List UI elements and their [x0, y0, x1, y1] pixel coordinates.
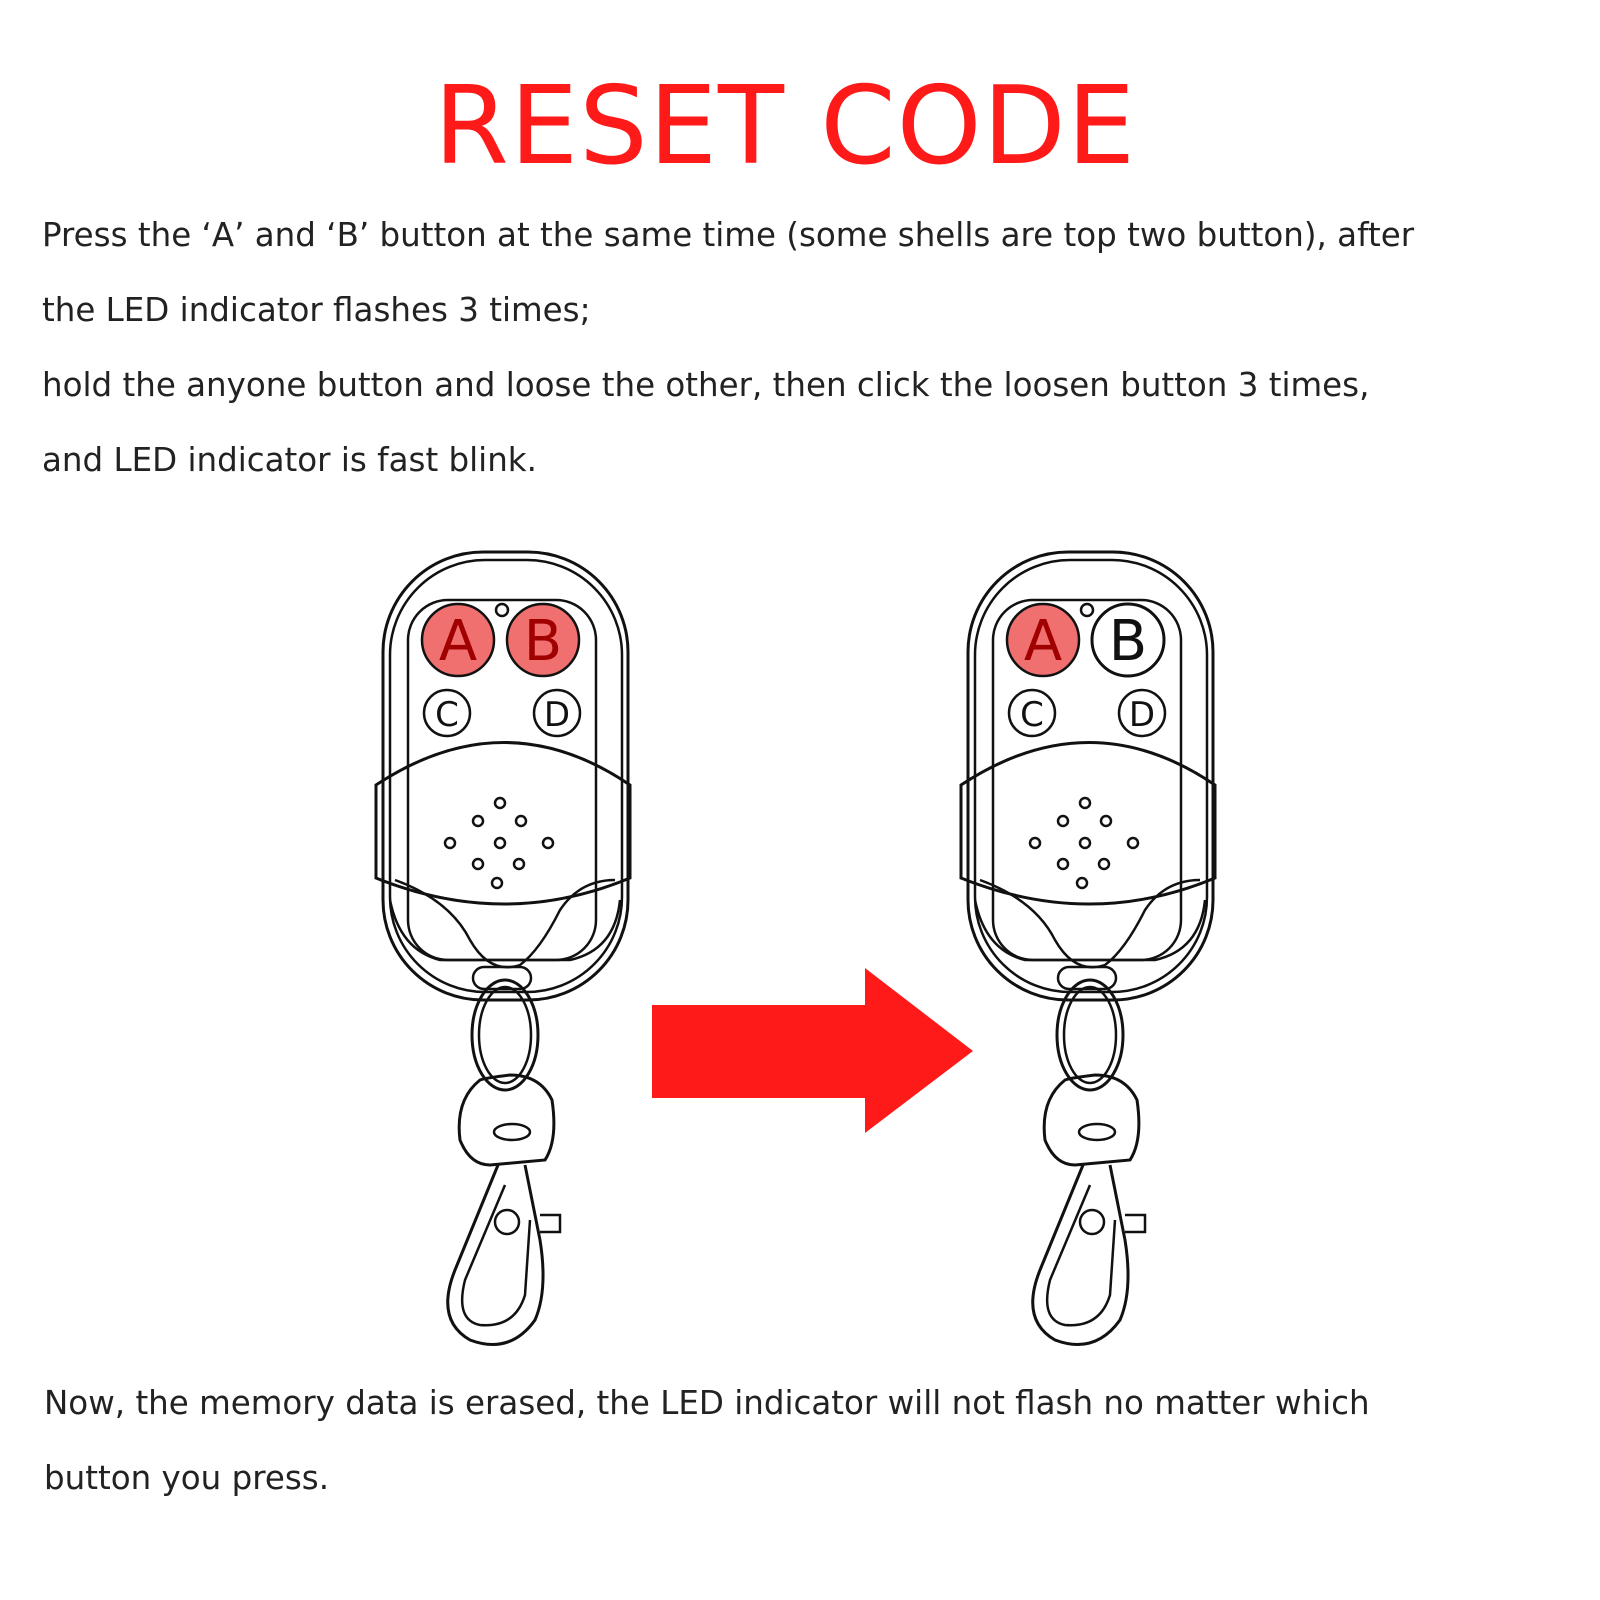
instruction-line: hold the anyone button and loose the oth… — [42, 366, 1370, 404]
result-line: Now, the memory data is erased, the LED … — [44, 1384, 1370, 1422]
button-b-pressed: B — [505, 602, 581, 678]
page-title: RESET CODE — [433, 64, 1137, 189]
svg-text:B: B — [1109, 609, 1147, 674]
button-c: C — [422, 688, 472, 738]
button-d: D — [1117, 688, 1167, 738]
button-a-pressed: A — [420, 602, 496, 678]
svg-text:C: C — [1020, 695, 1044, 735]
remote-after: A B C D — [959, 550, 1217, 1346]
svg-text:C: C — [435, 695, 459, 735]
svg-text:D: D — [1129, 695, 1155, 735]
button-c: C — [1007, 688, 1057, 738]
remote-before: A B C D — [374, 550, 632, 1346]
svg-text:B: B — [524, 609, 562, 674]
instruction-line: Press the ‘A’ and ‘B’ button at the same… — [42, 216, 1415, 254]
button-a-pressed: A — [1005, 602, 1081, 678]
svg-text:A: A — [1024, 609, 1062, 674]
svg-text:D: D — [544, 695, 570, 735]
svg-text:A: A — [439, 609, 477, 674]
right-arrow-icon — [652, 968, 973, 1133]
button-b: B — [1090, 602, 1166, 678]
button-d: D — [532, 688, 582, 738]
instruction-line: the LED indicator flashes 3 times; — [42, 291, 591, 329]
result-line: button you press. — [44, 1459, 330, 1497]
instruction-line: and LED indicator is fast blink. — [42, 441, 537, 479]
